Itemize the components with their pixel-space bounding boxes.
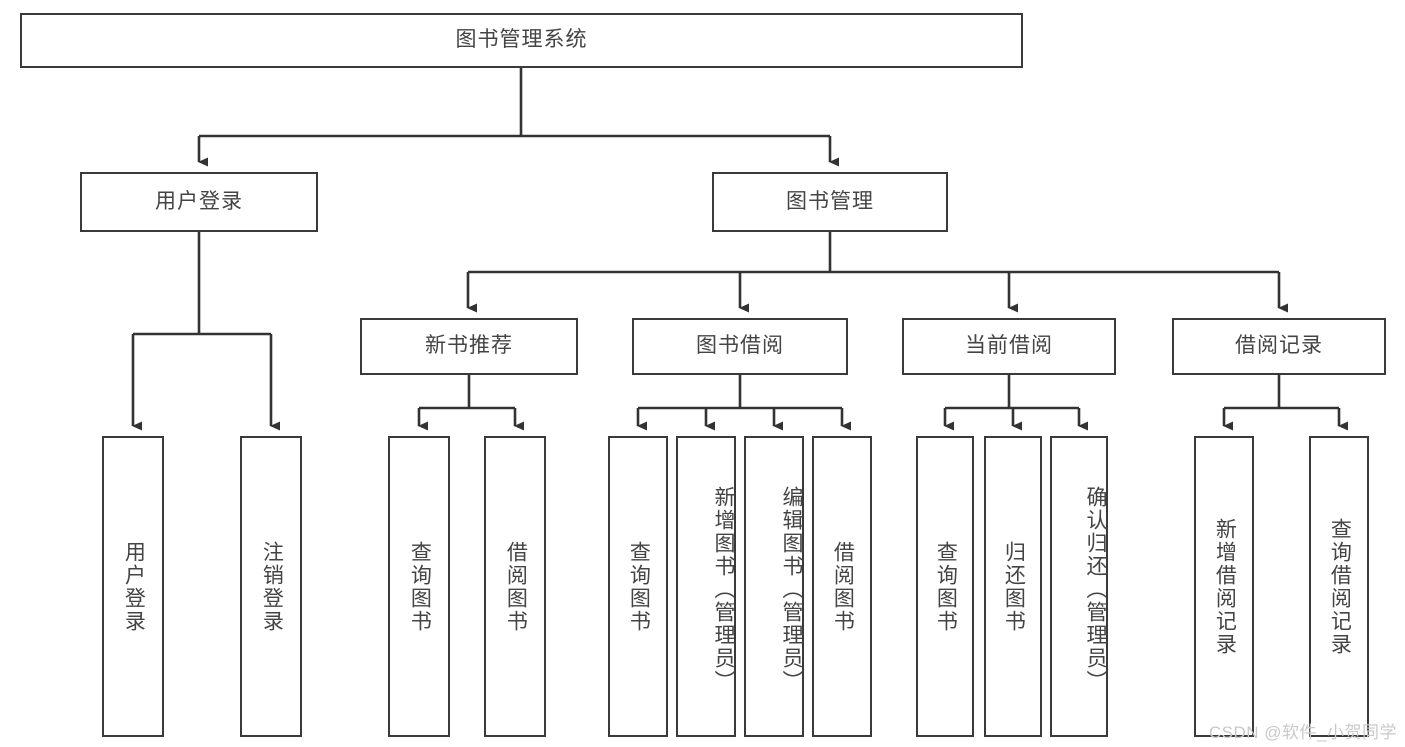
leaf-return-books[interactable]: 归还图书 [984,436,1042,737]
node-book-management-label: 图书管理 [786,189,874,213]
leaf-edit-book-admin[interactable]: 编辑图书（管理员） [744,436,804,737]
leaf-query-borrow-record-label: 查询借阅记录 [1328,517,1352,656]
leaf-add-borrow-record-label: 新增借阅记录 [1213,517,1237,656]
leaf-confirm-return-admin-label: 确认归还（管理员） [1084,486,1107,693]
leaf-query-borrow-record[interactable]: 查询借阅记录 [1309,436,1369,737]
leaf-confirm-return-admin[interactable]: 确认归还（管理员） [1050,436,1108,737]
leaf-query-books-recommend[interactable]: 查询图书 [388,436,450,737]
node-current-borrow-label: 当前借阅 [965,334,1053,358]
node-user-login-label: 用户登录 [155,189,243,213]
leaf-borrow-books-recommend-label: 借阅图书 [504,540,528,633]
leaf-add-book-admin-label: 新增图书（管理员） [712,486,735,693]
node-borrow-record-label: 借阅记录 [1235,334,1323,358]
node-user-login[interactable]: 用户登录 [80,172,318,232]
leaf-logout[interactable]: 注销登录 [240,436,302,737]
node-book-borrow-label: 图书借阅 [696,334,784,358]
leaf-query-books-recommend-label: 查询图书 [408,540,432,633]
csdn-watermark: CSDN @软件_小贺同学 [1208,723,1397,742]
leaf-logout-label: 注销登录 [260,540,284,633]
leaf-borrow-books-recommend[interactable]: 借阅图书 [484,436,546,737]
node-root[interactable]: 图书管理系统 [20,13,1023,68]
leaf-add-book-admin[interactable]: 新增图书（管理员） [676,436,736,737]
leaf-add-borrow-record[interactable]: 新增借阅记录 [1194,436,1254,737]
leaf-query-books-current[interactable]: 查询图书 [916,436,974,737]
node-current-borrow[interactable]: 当前借阅 [902,318,1116,375]
leaf-return-books-label: 归还图书 [1002,540,1026,633]
node-root-label: 图书管理系统 [455,28,588,52]
node-borrow-record[interactable]: 借阅记录 [1172,318,1386,375]
node-new-book-recommend-label: 新书推荐 [425,334,513,358]
leaf-user-login-label: 用户登录 [122,540,146,633]
leaf-borrow-books[interactable]: 借阅图书 [812,436,872,737]
leaf-query-books-borrow[interactable]: 查询图书 [608,436,668,737]
leaf-borrow-books-label: 借阅图书 [831,540,855,633]
node-book-management[interactable]: 图书管理 [712,172,948,232]
node-book-borrow[interactable]: 图书借阅 [632,318,848,375]
leaf-edit-book-admin-label: 编辑图书（管理员） [780,486,803,693]
leaf-query-books-current-label: 查询图书 [934,540,958,633]
leaf-user-login[interactable]: 用户登录 [102,436,164,737]
node-new-book-recommend[interactable]: 新书推荐 [360,318,578,375]
leaf-query-books-borrow-label: 查询图书 [627,540,651,633]
